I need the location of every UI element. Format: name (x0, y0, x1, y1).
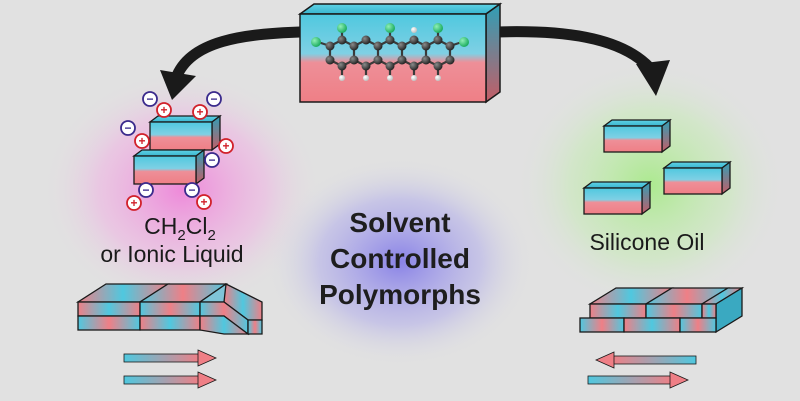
left-solvent-glow (42, 70, 322, 310)
ion-cluster: − + + − − + − + − + − + (120, 91, 234, 211)
svg-text:+: + (200, 195, 207, 209)
minus-ion: − (204, 152, 220, 168)
svg-text:+: + (130, 196, 137, 210)
left-crystal-upper (148, 114, 222, 152)
svg-text:+: + (196, 105, 203, 119)
svg-text:−: − (124, 121, 131, 135)
minus-ion: − (138, 182, 154, 198)
center-title-line2: Controlled (330, 243, 470, 274)
left-parallel-arrows (123, 349, 217, 389)
left-solvent-label-line2: or Ionic Liquid (100, 241, 243, 267)
svg-text:−: − (210, 92, 217, 106)
minus-ion: − (206, 91, 222, 107)
right-curved-arrow (490, 26, 670, 96)
plus-ion: + (134, 133, 150, 149)
center-title-line1: Solvent (349, 207, 450, 238)
right-crystal-2 (662, 160, 732, 196)
right-crystal-1 (602, 118, 672, 154)
plus-ion: + (192, 104, 208, 120)
minus-ion: − (120, 120, 136, 136)
chlorine-atom (459, 37, 469, 47)
plus-ion: + (196, 194, 212, 210)
svg-text:−: − (146, 92, 153, 106)
svg-text:+: + (160, 103, 167, 117)
right-solvent-label: Silicone Oil (589, 229, 704, 255)
center-polymorph-glow (265, 157, 535, 367)
left-crystal-lower (132, 148, 206, 186)
svg-text:+: + (138, 134, 145, 148)
svg-text:−: − (142, 183, 149, 197)
chlorine-atom (385, 23, 395, 33)
left-curved-arrow (160, 26, 306, 100)
left-solvent-label-line1: CH2Cl2 (144, 213, 216, 244)
molecule-atoms (311, 23, 469, 81)
plus-ion: + (126, 195, 142, 211)
chlorine-atom (311, 37, 321, 47)
svg-text:+: + (222, 139, 229, 153)
minus-ion: − (142, 91, 158, 107)
left-herringbone-stack (75, 283, 263, 336)
right-brick-stack (579, 286, 745, 334)
svg-text:−: − (188, 183, 195, 197)
center-title-line3: Polymorphs (319, 279, 481, 310)
plus-ion: + (156, 102, 172, 118)
plus-ion: + (218, 138, 234, 154)
right-crystal-3 (582, 180, 652, 216)
minus-ion: − (184, 182, 200, 198)
chlorine-atom (337, 23, 347, 33)
molecule-crystal-block (297, 2, 503, 104)
right-antiparallel-arrows (587, 351, 697, 389)
svg-text:−: − (208, 153, 215, 167)
chlorine-atom (433, 23, 443, 33)
